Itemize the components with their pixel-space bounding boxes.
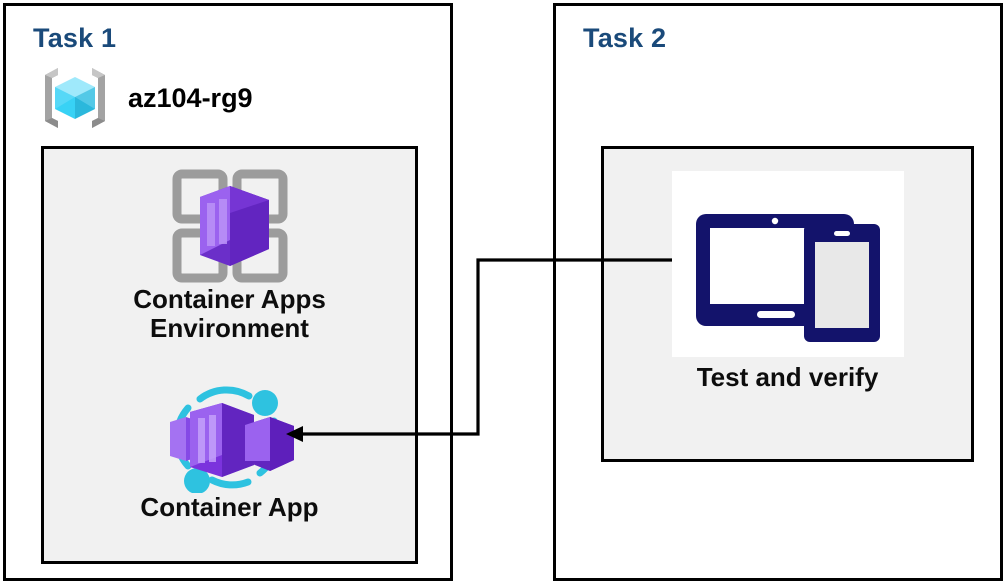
container-app-icon	[44, 381, 415, 493]
task-2-title: Task 2	[583, 23, 667, 53]
task-1-group-box: Container Apps Environment	[41, 146, 418, 564]
node-container-apps-environment: Container Apps Environment	[44, 167, 415, 343]
container-apps-environment-icon	[44, 167, 415, 285]
task-1-panel: Task 1	[3, 3, 453, 581]
resource-group-label: az104-rg9	[128, 82, 253, 113]
node-test-and-verify-label: Test and verify	[696, 362, 879, 392]
resource-group-row: az104-rg9	[38, 61, 253, 135]
task-2-group-box: Test and verify	[601, 146, 974, 462]
task-2-panel: Task 2	[553, 3, 1003, 581]
task-1-title: Task 1	[33, 23, 117, 53]
azure-resource-group-icon	[38, 61, 112, 135]
node-test-and-verify: Test and verify	[604, 171, 971, 392]
node-container-app-label: Container App	[140, 492, 319, 522]
devices-icon-tile	[604, 171, 971, 357]
node-container-app: Container App	[44, 381, 415, 522]
node-container-apps-environment-label: Container Apps Environment	[133, 284, 326, 344]
devices-tablet-phone-icon	[671, 171, 904, 357]
